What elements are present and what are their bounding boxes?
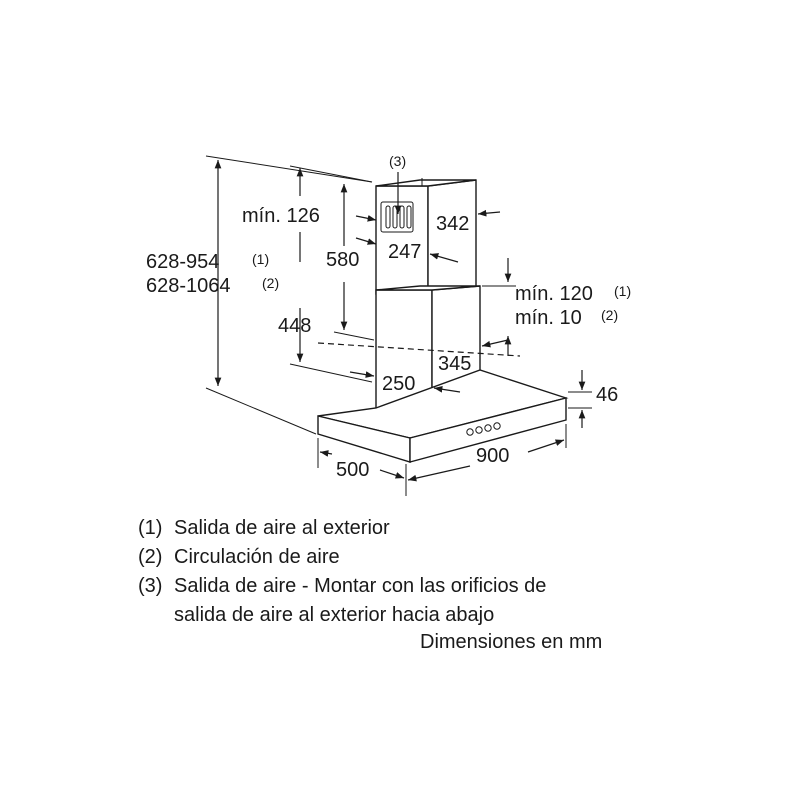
lower-width-label: 250 [382, 373, 415, 395]
legend-continuation: salida de aire al exterior hacia abajo [174, 604, 495, 626]
units-note: Dimensiones en mm [420, 631, 603, 653]
lower-chimney-top [375, 285, 481, 291]
clearance-1-note: (1) [614, 283, 631, 299]
total-height-alt-label: 628-1064 [146, 275, 231, 297]
legend: (1) Salida de aire al exterior (2) Circu… [138, 514, 658, 630]
legend-number: (3) [138, 575, 163, 597]
legend-item: (3) Salida de aire - Montar con las orif… [138, 572, 658, 601]
legend-text: Salida de aire - Montar con las orificio… [174, 575, 547, 597]
clearance-2-label: mín. 10 [515, 307, 582, 329]
upper-chimney-side [427, 179, 477, 295]
overlap-line [317, 342, 521, 357]
upper-chimney-front [375, 185, 429, 295]
legend-item: (1) Salida de aire al exterior [138, 514, 658, 543]
total-height-note: (1) [252, 251, 269, 267]
total-height-alt-note: (2) [262, 275, 279, 291]
clearance-2-note: (2) [601, 307, 618, 323]
canopy-width-label: 900 [476, 445, 509, 467]
outlet-marker: (3) [389, 153, 406, 169]
lower-depth-label: 345 [438, 353, 471, 375]
upper-depth-label: 342 [436, 213, 469, 235]
legend-text: Circulación de aire [174, 546, 340, 568]
legend-item: (2) Circulación de aire [138, 543, 658, 572]
hood-drawing [317, 178, 569, 463]
upper-width-label: 247 [388, 241, 421, 263]
upper-chimney-top [375, 179, 477, 187]
dimension-lines [205, 155, 592, 496]
legend-number: (1) [138, 517, 163, 539]
dimension-labels: (3) mín. 126 580 448 628-954 (1) 628-106… [146, 153, 631, 481]
clearance-1-label: mín. 120 [515, 283, 593, 305]
min-top-label: mín. 126 [242, 205, 320, 227]
lower-chimney-label: 448 [278, 315, 311, 337]
canopy-depth-label: 500 [336, 459, 369, 481]
total-height-label: 628-954 [146, 251, 219, 273]
upper-chimney-label: 580 [326, 249, 359, 271]
canopy-height-label: 46 [596, 384, 618, 406]
legend-text: Salida de aire al exterior [174, 517, 390, 539]
control-buttons [466, 422, 501, 436]
canopy-front-face [409, 397, 567, 463]
legend-number: (2) [138, 546, 163, 568]
